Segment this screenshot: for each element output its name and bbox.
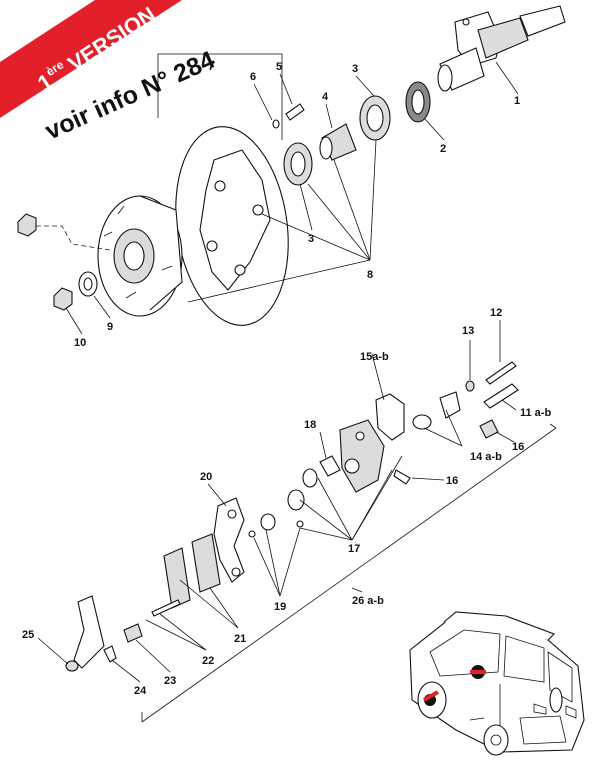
- callout-11: 11 a-b: [520, 407, 551, 419]
- assembly-26-bracket-line: [141, 427, 557, 723]
- callout-23: 23: [164, 675, 176, 687]
- part-22-pin: [151, 599, 181, 617]
- callout-26: 26 a-b: [352, 595, 384, 607]
- part-hub: [97, 195, 183, 317]
- part-3-bearing-outer: [359, 95, 391, 141]
- part-1-stub-axle: [437, 5, 566, 92]
- callout-12: 12: [490, 307, 502, 319]
- callout-8: 8: [367, 269, 373, 281]
- part-nut-spare: [17, 213, 111, 251]
- callout-10: 10: [74, 337, 86, 349]
- callout-4: 4: [322, 91, 329, 103]
- callout-18: 18: [304, 419, 316, 431]
- callout-16-right: 16: [512, 441, 524, 453]
- callout-24: 24: [134, 685, 147, 697]
- callout-7: 7: [208, 61, 214, 73]
- version-banner-ribbon: [0, 0, 182, 118]
- part-23-sleeve: [123, 623, 143, 643]
- part-16-bushing: [479, 419, 499, 439]
- callout-labels: 1 2 3 3 4 5 6 7 8 9 10 11 a-b 12 13 14 a…: [22, 61, 551, 697]
- red-location-marker: [423, 665, 486, 706]
- callout-5: 5: [276, 61, 282, 73]
- part-caliper-body: [339, 419, 385, 493]
- part-24-clip: [103, 645, 117, 663]
- lower-leader-lines: [37, 320, 517, 683]
- part-17-seals: [248, 489, 305, 538]
- callout-15: 15a-b: [360, 351, 389, 363]
- callout-3-bottom: 3: [308, 233, 314, 245]
- callout-1: 1: [514, 95, 520, 107]
- callout-6: 6: [250, 71, 256, 83]
- part-25-plate: [73, 595, 105, 669]
- callout-20: 20: [200, 471, 212, 483]
- part-10-nut: [53, 287, 73, 311]
- part-5-bolt: [285, 103, 305, 121]
- callout-9: 9: [107, 321, 113, 333]
- part-3-bearing-inner: [283, 142, 313, 186]
- part-9-washer: [78, 271, 98, 297]
- callout-13: 13: [462, 325, 474, 337]
- part-20-caliper-frame: [213, 497, 245, 583]
- part-15-bracket: [375, 393, 405, 441]
- part-7-brake-disc: [175, 126, 289, 326]
- upper-leader-lines: [65, 53, 519, 335]
- part-25-nut: [65, 660, 79, 672]
- part-18-piston: [302, 455, 341, 488]
- part-12-screw: [485, 361, 517, 385]
- callout-16-left: 16: [446, 475, 458, 487]
- part-4-spacer: [319, 123, 357, 161]
- callout-2: 2: [440, 143, 446, 155]
- callout-3-top: 3: [352, 63, 358, 75]
- callout-19: 19: [274, 601, 286, 613]
- callout-14: 14 a-b: [470, 451, 502, 463]
- part-6-washer: [272, 119, 280, 129]
- part-21-brake-pads: [163, 533, 221, 609]
- part-14-clip: [412, 391, 461, 430]
- callout-17: 17: [348, 543, 360, 555]
- callout-22: 22: [202, 655, 214, 667]
- part-16-bleed-screw: [393, 469, 411, 485]
- part-11-screw: [483, 383, 519, 409]
- part-2-seal: [405, 81, 431, 123]
- car-icon: [409, 611, 585, 756]
- callout-25: 25: [22, 629, 34, 641]
- callout-21: 21: [234, 633, 246, 645]
- part-13-washer: [465, 380, 475, 392]
- assembly-26-tick-right: [549, 423, 557, 429]
